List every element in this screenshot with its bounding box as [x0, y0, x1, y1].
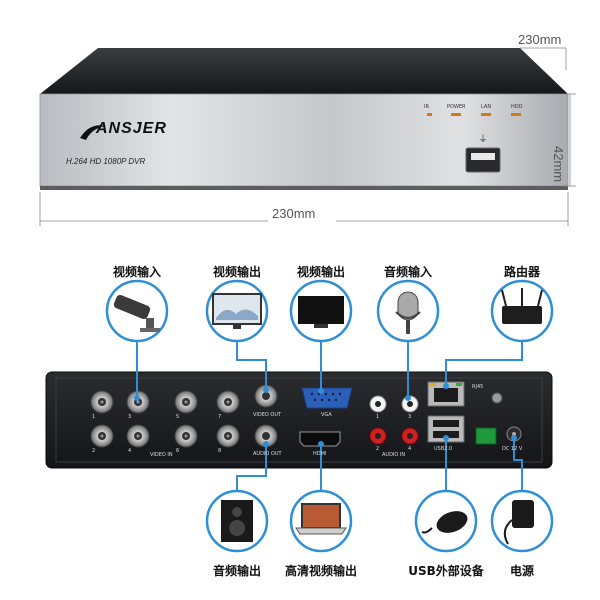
- rear-label-audio-out: AUDIO OUT: [253, 451, 282, 457]
- rear-label-usb: USB2.0: [434, 446, 453, 452]
- label-audio-out: 音频输出: [212, 564, 261, 578]
- label-usb-device: USB外部设备: [408, 564, 484, 578]
- indicator-lan: LAN: [481, 104, 492, 110]
- callout-lines-bottom: [236, 440, 523, 491]
- rear-label-hdmi: HDMI: [313, 451, 327, 457]
- bnc-number-8: 8: [218, 448, 222, 454]
- rear-panel-inset: [55, 377, 543, 463]
- video-in-bnc-group: [90, 390, 240, 448]
- bnc-number-1: 1: [92, 414, 96, 420]
- dvr-top-surface: [40, 48, 568, 94]
- audio-number-1: 1: [376, 414, 380, 420]
- label-video-out: 视频输出: [212, 265, 261, 279]
- audio-number-4: 4: [408, 446, 412, 452]
- dimension-top-width: 230mm: [518, 32, 562, 47]
- label-audio-in: 音频输入: [383, 265, 432, 279]
- microphone-icon: [395, 291, 421, 334]
- rear-label-dc: DC 12 V: [502, 446, 523, 452]
- ground-screw: [491, 392, 503, 404]
- label-power: 电源: [509, 564, 534, 578]
- dimension-height: 42mm: [551, 146, 566, 183]
- rear-label-video-out: VIDEO OUT: [253, 412, 282, 418]
- hdmi-port: [299, 431, 341, 447]
- usb-tongue: [471, 153, 495, 160]
- callout-lines-top: [136, 341, 523, 397]
- hdd-led: [511, 113, 521, 116]
- bnc-number-2: 2: [92, 448, 96, 454]
- audio-number-2: 2: [376, 446, 380, 452]
- bnc-number-7: 7: [218, 414, 222, 420]
- alarm-terminal: [475, 427, 497, 445]
- bnc-number-4: 4: [128, 448, 132, 454]
- dimension-bottom-width: 230mm: [272, 206, 316, 221]
- brand-logo-icon: [80, 125, 106, 140]
- indicator-ir: IR: [424, 104, 429, 110]
- label-vga-out: 视频输出: [296, 265, 345, 279]
- bnc-number-3: 3: [128, 414, 132, 420]
- rear-panel-body: [45, 371, 553, 469]
- label-hdmi-out: 高清视频输出: [284, 564, 357, 578]
- model-label: H.264 HD 1080P DVR: [66, 157, 146, 166]
- rear-label-video-in: VIDEO IN: [150, 452, 173, 458]
- power-led: [451, 113, 461, 116]
- ir-led: [427, 113, 432, 116]
- camera-icon: [113, 294, 160, 332]
- rear-label-vga: VGA: [321, 412, 332, 418]
- usb-icon: ⏚: [478, 134, 487, 145]
- vga-port: [301, 387, 353, 409]
- label-video-in: 视频输入: [112, 265, 161, 279]
- rear-label-rj45: RJ45: [472, 384, 484, 390]
- brand-wordmark: ANSJER: [96, 120, 167, 137]
- tv-icon: [298, 296, 344, 328]
- indicator-power: POWER: [447, 104, 466, 110]
- speaker-icon: [221, 500, 253, 542]
- bnc-number-6: 6: [176, 448, 180, 454]
- indicator-hdd: HDD: [511, 104, 523, 110]
- callouts-bottom: [205, 489, 554, 553]
- monitor-icon: [212, 293, 262, 329]
- dvr-bottom-edge: [40, 186, 568, 190]
- lan-led: [481, 113, 491, 116]
- bnc-number-5: 5: [176, 414, 180, 420]
- mouse-icon: [421, 511, 468, 534]
- laptop-icon: [295, 503, 347, 535]
- router-icon: [501, 288, 543, 324]
- rear-label-audio-in: AUDIO IN: [382, 452, 406, 458]
- dvr-rear-panel: [45, 371, 553, 469]
- power-adapter-icon: [503, 500, 534, 545]
- dvr-front-unit: ⏚: [39, 48, 569, 190]
- label-router: 路由器: [503, 265, 540, 279]
- audio-number-3: 3: [408, 414, 412, 420]
- dimension-lines: [39, 47, 576, 226]
